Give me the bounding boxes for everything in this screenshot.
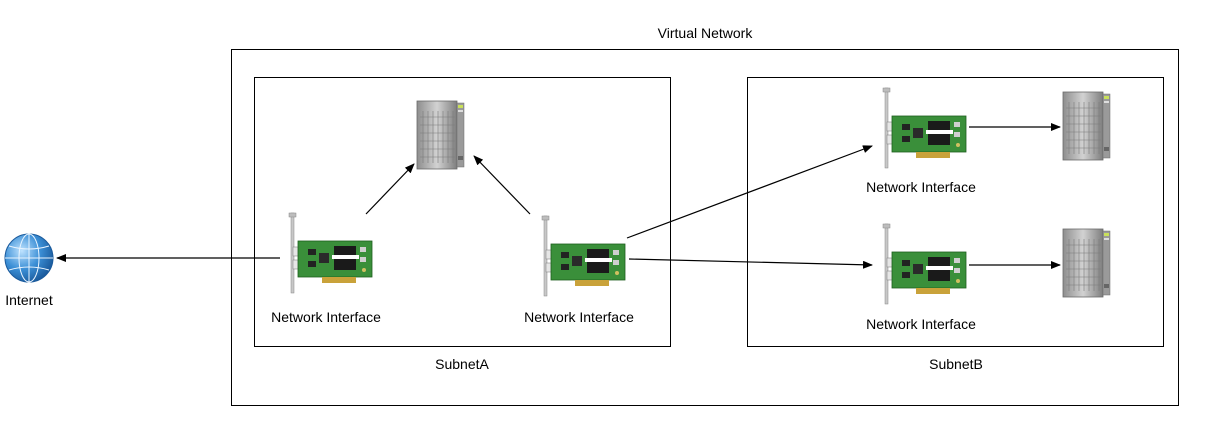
globe-icon — [4, 233, 54, 283]
subnet-b-label: SubnetB — [929, 356, 983, 372]
nic-label: Network Interface — [866, 316, 976, 332]
connector-nic-a2-to-nic-b2 — [628, 258, 873, 269]
server-icon — [1062, 91, 1111, 161]
subnet-a-label: SubnetA — [435, 356, 489, 372]
server-icon — [416, 100, 465, 170]
connector-nic-a1-to-server-a — [365, 163, 415, 215]
nic-label: Network Interface — [866, 179, 976, 195]
subnet-a-container — [254, 77, 671, 347]
network-card-icon — [541, 215, 626, 297]
server-icon — [1062, 228, 1111, 298]
network-card-icon — [288, 212, 373, 294]
virtual-network-container — [231, 49, 1179, 406]
internet-label: Internet — [5, 292, 53, 308]
nic-label: Network Interface — [271, 309, 381, 325]
network-card-icon — [882, 87, 967, 169]
connector-nic-a2-to-nic-b1 — [626, 145, 873, 239]
connector-nic-a2-to-server-a — [473, 155, 531, 215]
nic-label: Network Interface — [524, 309, 634, 325]
network-card-icon — [882, 223, 967, 305]
subnet-b-container — [747, 77, 1164, 347]
virtual-network-label: Virtual Network — [657, 25, 753, 41]
